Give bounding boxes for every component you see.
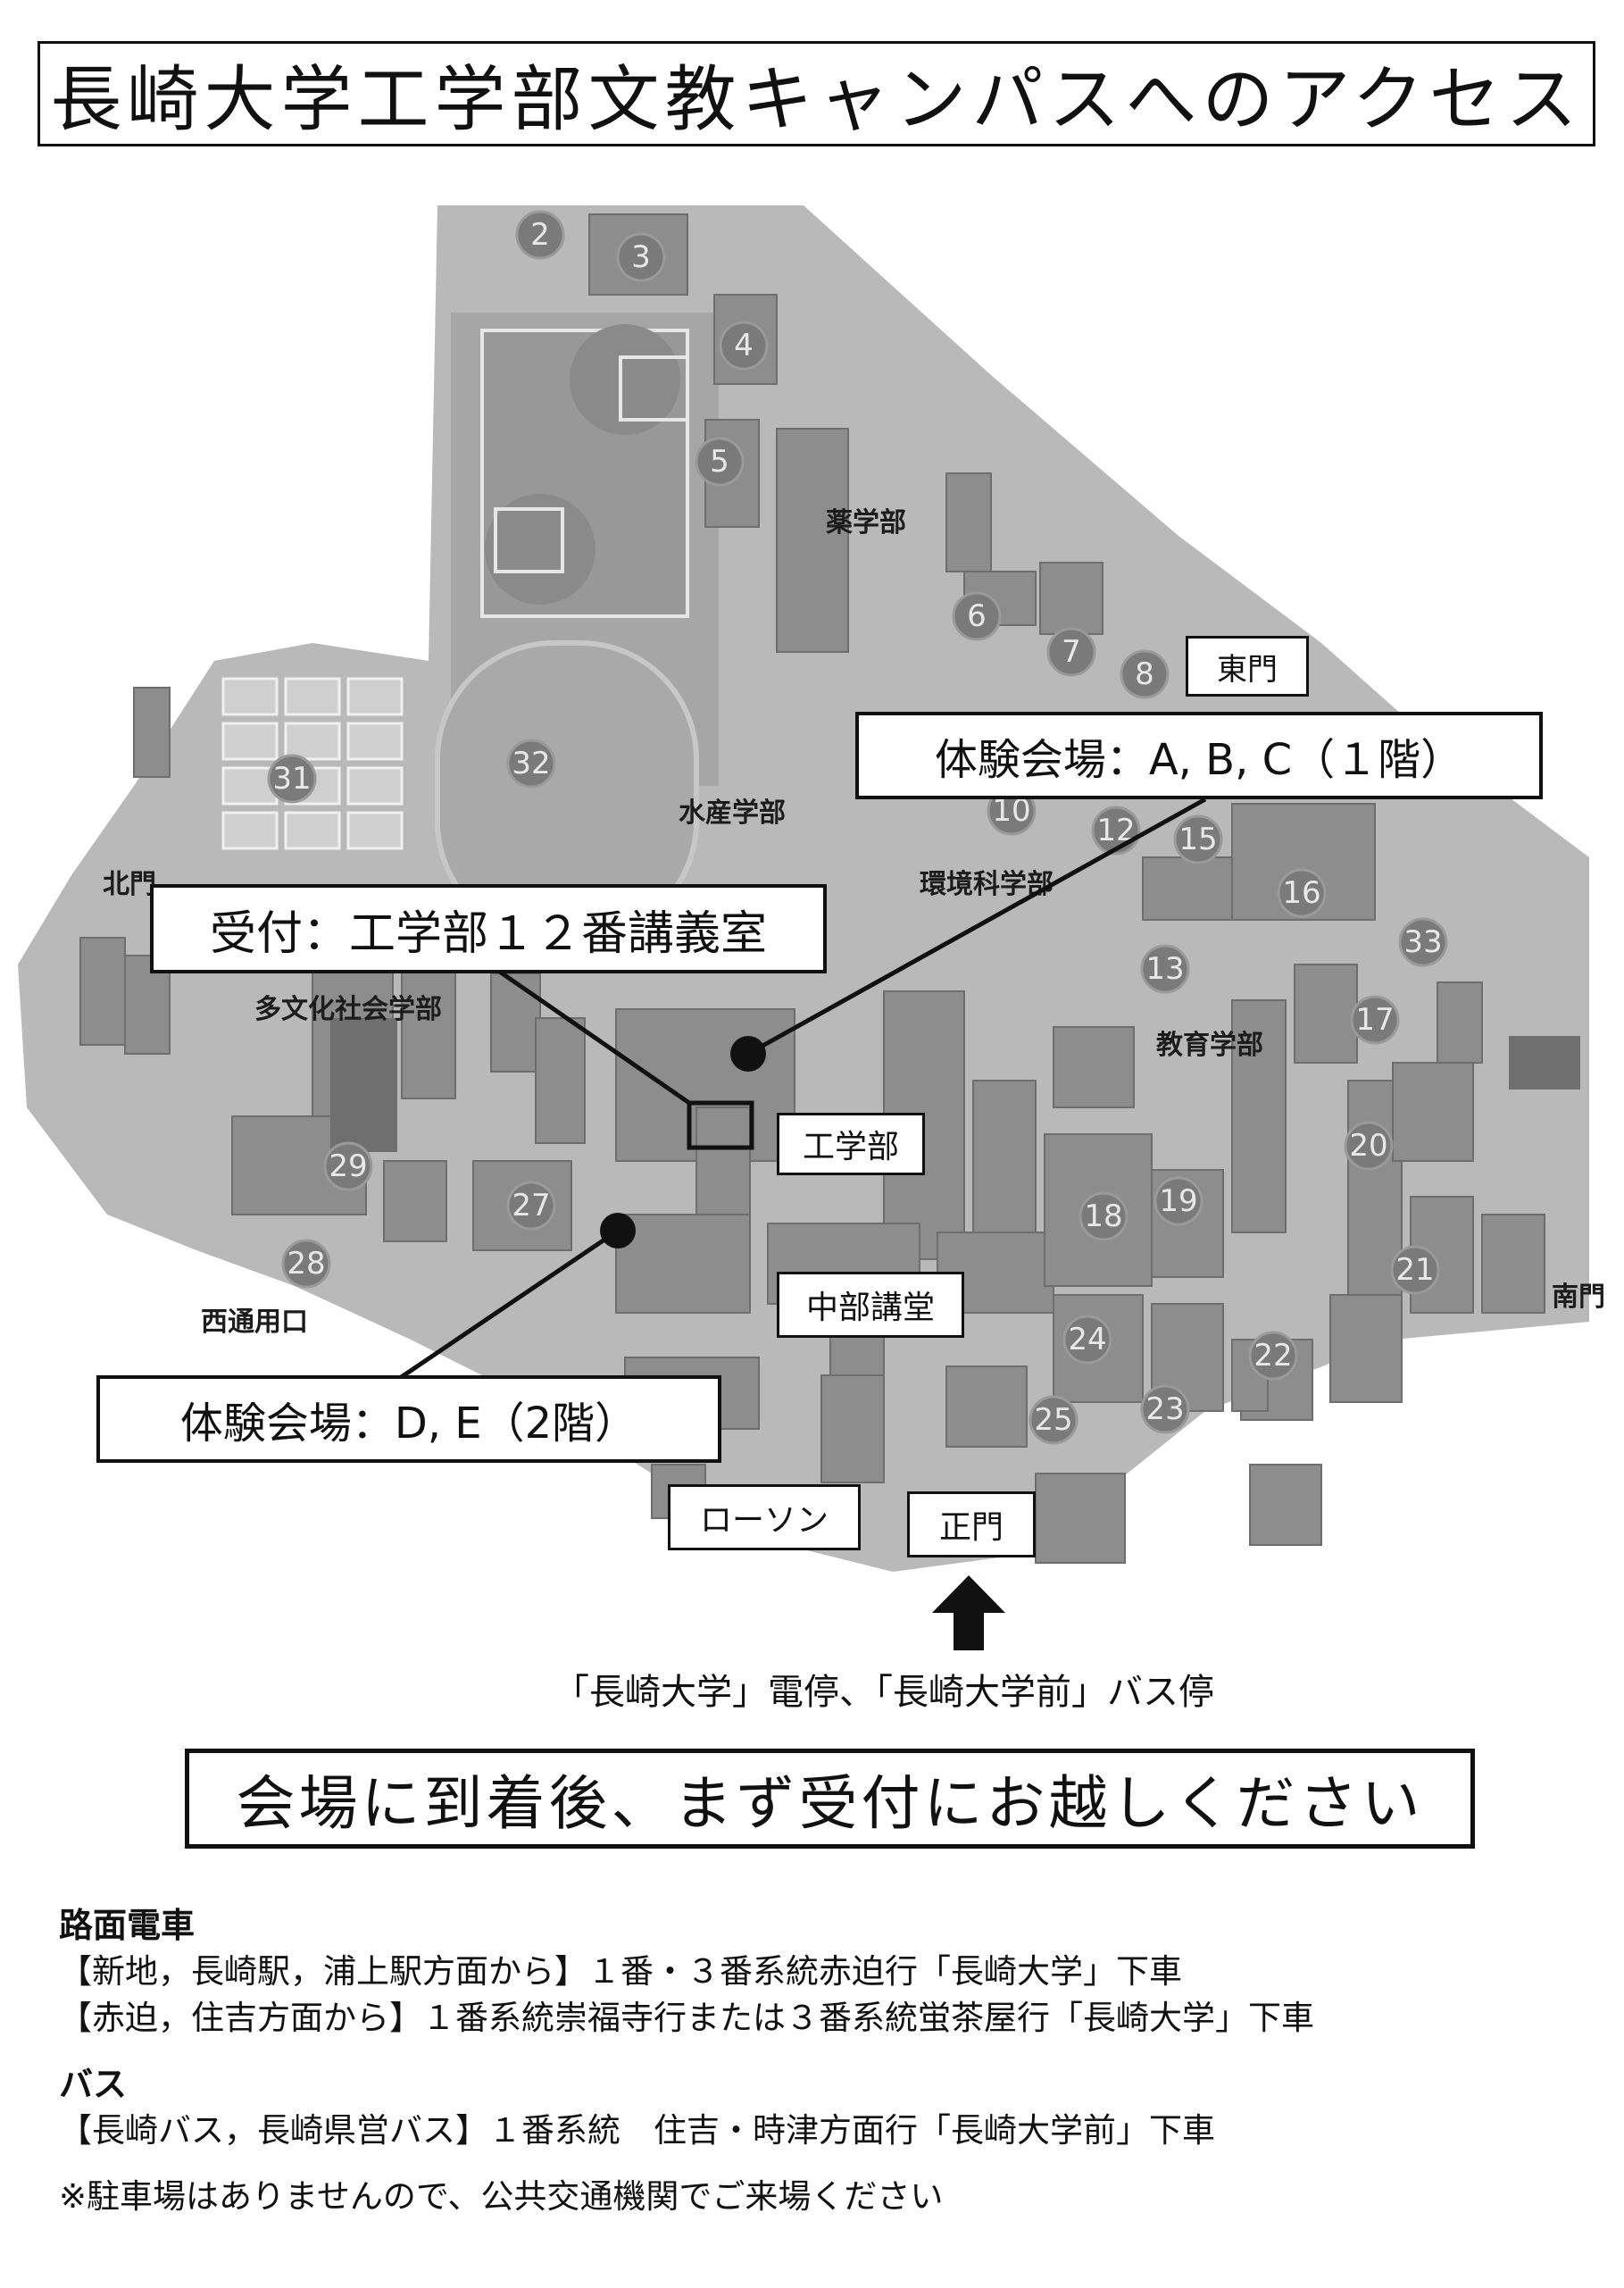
svg-text:7: 7 bbox=[1062, 634, 1081, 670]
svg-text:21: 21 bbox=[1395, 1252, 1434, 1288]
bus-line: 【長崎バス，長崎県営バス】１番系統 住吉・時津方面行「長崎大学前」下車 bbox=[59, 2111, 1215, 2150]
east-gate-label: 東門 bbox=[1186, 636, 1309, 697]
svg-text:4: 4 bbox=[734, 328, 754, 363]
svg-text:33: 33 bbox=[1403, 924, 1442, 960]
transit-info: 路面電車 【新地，長崎駅，浦上駅方面から】１番・３番系統赤迫行「長崎大学」下車 … bbox=[59, 1902, 1577, 2220]
venue-abc-label: 体験会場：A, B, C（１階） bbox=[855, 712, 1543, 799]
svg-text:22: 22 bbox=[1253, 1338, 1292, 1374]
campus-buildings-dark bbox=[330, 1018, 1580, 1152]
venue-abc-leader-line bbox=[746, 797, 1207, 1056]
page-title: 長崎大学工学部文教キャンパスへのアクセス bbox=[37, 41, 1595, 146]
svg-text:28: 28 bbox=[287, 1246, 325, 1282]
svg-text:27: 27 bbox=[512, 1188, 550, 1223]
campus-map: 2 3 4 5 6 7 8 32 31 10 12 15 16 33 13 17… bbox=[18, 205, 1605, 1572]
up-arrow-icon bbox=[932, 1575, 1005, 1650]
label-kitamon: 北門 bbox=[103, 869, 156, 900]
venue-de-leader-line bbox=[396, 1228, 620, 1382]
svg-text:13: 13 bbox=[1145, 951, 1184, 987]
venue-de-label: 体験会場：D, E（2階） bbox=[96, 1375, 721, 1463]
parking-note: ※駐車場はありませんので、公共交通機関でご来場ください bbox=[59, 2177, 944, 2216]
venue-de-marker bbox=[600, 1213, 636, 1248]
svg-text:32: 32 bbox=[512, 746, 550, 781]
svg-text:5: 5 bbox=[710, 444, 729, 480]
tram-line: 【新地，長崎駅，浦上駅方面から】１番・３番系統赤迫行「長崎大学」下車 bbox=[59, 1952, 1182, 1991]
svg-text:29: 29 bbox=[329, 1148, 367, 1184]
label-nishidori: 西通用口 bbox=[201, 1307, 308, 1338]
svg-text:8: 8 bbox=[1135, 656, 1154, 692]
svg-text:15: 15 bbox=[1178, 822, 1217, 857]
reception-label: 受付：工学部１２番講義室 bbox=[150, 884, 827, 973]
label-tabunka: 多文化社会学部 bbox=[254, 994, 442, 1025]
label-minamimon: 南門 bbox=[1552, 1282, 1605, 1313]
campus-buildings bbox=[79, 213, 1545, 1564]
svg-text:20: 20 bbox=[1349, 1128, 1387, 1164]
lawson-label: ローソン bbox=[668, 1484, 861, 1550]
svg-text:3: 3 bbox=[631, 239, 651, 275]
tennis-courts bbox=[221, 677, 404, 850]
svg-text:31: 31 bbox=[272, 761, 311, 797]
svg-text:23: 23 bbox=[1145, 1391, 1184, 1427]
svg-text:24: 24 bbox=[1068, 1322, 1106, 1357]
svg-text:6: 6 bbox=[967, 598, 987, 634]
svg-text:18: 18 bbox=[1084, 1198, 1122, 1234]
engineering-label: 工学部 bbox=[777, 1113, 925, 1175]
reception-leader-line bbox=[487, 962, 691, 1106]
label-kyoiku: 教育学部 bbox=[1156, 1030, 1263, 1061]
label-yakugaku: 薬学部 bbox=[826, 507, 906, 539]
svg-text:2: 2 bbox=[530, 217, 550, 253]
tram-heading: 路面電車 bbox=[59, 1906, 196, 1945]
label-suisan: 水産学部 bbox=[679, 797, 786, 829]
reception-room-marker bbox=[687, 1100, 754, 1150]
venue-abc-marker bbox=[730, 1036, 766, 1072]
bus-heading: バス bbox=[59, 2065, 128, 2104]
svg-text:19: 19 bbox=[1159, 1183, 1197, 1219]
arrival-notice: 会場に到着後、まず受付にお越しください bbox=[185, 1749, 1475, 1849]
tram-line: 【赤迫，住吉方面から】１番系統崇福寺行または３番系統蛍茶屋行「長崎大学」下車 bbox=[59, 1999, 1314, 2037]
building-markers: 2 3 4 5 6 7 8 32 31 10 12 15 16 33 13 17… bbox=[267, 210, 1448, 1445]
svg-text:17: 17 bbox=[1355, 1002, 1394, 1038]
svg-text:25: 25 bbox=[1034, 1402, 1072, 1438]
main-gate-label: 正門 bbox=[907, 1491, 1036, 1557]
chubu-hall-label: 中部講堂 bbox=[777, 1272, 964, 1338]
stop-caption: 「長崎大学」電停、「長崎大学前」バス停 bbox=[554, 1672, 1214, 1713]
svg-text:16: 16 bbox=[1282, 875, 1320, 911]
